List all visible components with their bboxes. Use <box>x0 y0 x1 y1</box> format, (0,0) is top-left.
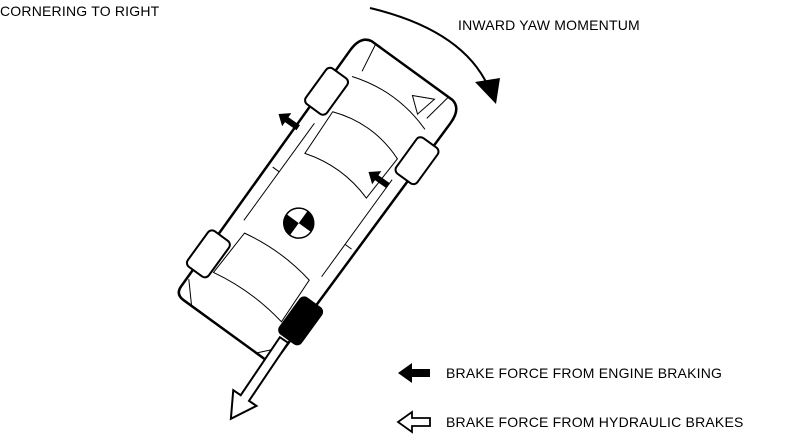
rear-right-wheel-braked <box>278 296 324 346</box>
hood-vent <box>411 94 436 115</box>
door-handles <box>272 166 352 250</box>
rear-left-wheel <box>185 229 231 279</box>
center-of-gravity-icon <box>282 207 315 239</box>
hydraulic-brake-arrow <box>229 335 290 421</box>
engine-brake-arrow-front-right <box>368 171 390 189</box>
legend-engine-braking-label: BRAKE FORCE FROM ENGINE BRAKING <box>446 365 723 381</box>
diagram-title: CORNERING TO RIGHT <box>0 3 160 19</box>
body-panel-lines <box>188 43 449 354</box>
rear-window <box>212 232 310 323</box>
hollow-arrow-icon <box>396 410 431 434</box>
hood-line <box>351 75 426 130</box>
legend-hydraulic-brakes-label: BRAKE FORCE FROM HYDRAULIC BRAKES <box>446 414 744 430</box>
car-top-view <box>177 38 458 363</box>
engine-brake-arrow-front-left <box>278 113 300 131</box>
yaw-momentum-label: INWARD YAW MOMENTUM <box>458 17 640 33</box>
front-left-wheel <box>304 66 350 116</box>
solid-arrow-icon <box>398 363 430 383</box>
yaw-arrow-icon <box>369 7 500 104</box>
front-right-wheel <box>394 136 440 186</box>
